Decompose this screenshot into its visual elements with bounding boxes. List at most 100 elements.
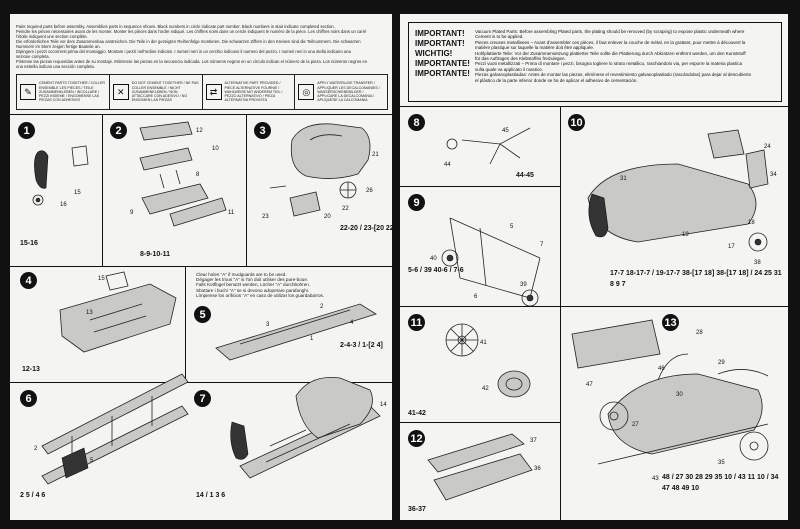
part-label: 34 bbox=[770, 172, 777, 178]
step-codes-13: 48 / 27 30 28 29 35 10 / 43 11 10 / 34 4… bbox=[662, 474, 779, 492]
step-codes-8: 44-45 bbox=[516, 172, 534, 179]
step8-drawing: 44 45 bbox=[444, 127, 531, 168]
step10-drawing: 31 24 34 19 17 18 38 bbox=[587, 129, 777, 266]
step-codes-11: 41-42 bbox=[408, 410, 426, 417]
important-line: matière plastique sur laquelle la matièr… bbox=[475, 45, 595, 51]
step-codes-7: 14 / 1 3 6 bbox=[196, 492, 226, 499]
step-number-8: 8 bbox=[408, 114, 425, 131]
part-label: 7 bbox=[540, 242, 544, 248]
step-number-6: 6 bbox=[20, 390, 37, 407]
step-number-3: 3 bbox=[254, 122, 271, 139]
divider bbox=[185, 266, 186, 382]
divider bbox=[560, 106, 561, 520]
intro-line: sezione completa. bbox=[16, 54, 50, 59]
step-number-11: 11 bbox=[408, 314, 425, 331]
left-instruction-page: Paint required parts before assembly. As… bbox=[10, 14, 406, 520]
part-label: 43 bbox=[652, 476, 659, 482]
part-label: 15 bbox=[98, 276, 105, 282]
important-notice: IMPORTANT! IMPORTANT! WICHTIG! IMPORTANT… bbox=[408, 22, 782, 102]
transfer-icon: ◎ bbox=[298, 84, 315, 100]
step-codes-2: 8-9-10-11 bbox=[140, 251, 170, 258]
part-label: 45 bbox=[502, 128, 509, 134]
legend-text: APPLY WATERSLIDE TRANSFER / APPLIQUER LE… bbox=[317, 81, 380, 103]
step6-drawing: 2 5 bbox=[34, 373, 189, 485]
legend-text: CEMENT PARTS TOGETHER / COLLER ENSEMBLE … bbox=[39, 81, 105, 103]
part-label: 18 bbox=[748, 220, 755, 226]
intro-line: Paint required parts before assembly. As… bbox=[16, 24, 335, 29]
step3-drawing: 21 26 23 20 22 bbox=[262, 123, 379, 220]
important-word: IMPORTANTE! bbox=[415, 59, 470, 68]
note-line: Sbottare i buchi "A" se si devono adoper… bbox=[196, 287, 310, 293]
step5-drawing: 2 4 3 1 bbox=[215, 303, 377, 361]
part-label: 10 bbox=[212, 146, 219, 152]
important-line: Vacuum Plated Parts: Before assembling P… bbox=[475, 29, 745, 34]
part-label: 42 bbox=[482, 386, 489, 392]
part-label: 9 bbox=[130, 210, 134, 216]
divider bbox=[400, 306, 788, 307]
part-label: 11 bbox=[228, 210, 235, 216]
important-word: IMPORTANT! bbox=[415, 29, 465, 38]
step-number-1: 1 bbox=[18, 122, 35, 139]
part-label: 21 bbox=[372, 152, 379, 158]
part-label: 29 bbox=[718, 360, 725, 366]
important-word: IMPORTANT! bbox=[415, 39, 465, 48]
step5-note: Clear holes "A" if mudguards are to be u… bbox=[196, 272, 376, 298]
assembly-intro-text: Paint required parts before assembly. As… bbox=[16, 24, 386, 69]
part-label: 3 bbox=[266, 322, 270, 328]
note-line: Límpiense los orificios "A" en caso de u… bbox=[196, 292, 325, 298]
divider bbox=[10, 382, 392, 383]
part-label: 1 bbox=[310, 336, 314, 342]
intro-line: Dipingere i pezzi occorrenti prima del m… bbox=[16, 49, 351, 54]
part-label: 24 bbox=[764, 144, 771, 150]
part-label: 16 bbox=[60, 202, 67, 208]
important-line: sulla quale va applicato il mastice. bbox=[475, 66, 544, 72]
note-line: Dégager les trous "A" si l'on doit utili… bbox=[196, 277, 309, 283]
legend-no-cement: ✕ DO NOT CEMENT TOGETHER / NE PAS COLLER… bbox=[110, 75, 203, 109]
part-label: 14 bbox=[380, 402, 387, 408]
cement-icon: ✎ bbox=[20, 84, 36, 100]
important-headings: IMPORTANT! IMPORTANT! WICHTIG! IMPORTANT… bbox=[415, 29, 470, 79]
symbol-legend: ✎ CEMENT PARTS TOGETHER / COLLER ENSEMBL… bbox=[16, 74, 388, 110]
part-label: 5 bbox=[510, 224, 514, 230]
part-label: 6 bbox=[474, 294, 478, 300]
step-codes-9: 5-6 / 39 40-6 / 7-6 bbox=[408, 267, 464, 274]
part-label: 8 bbox=[196, 172, 200, 178]
note-line: Clear holes "A" if mudguards are to be u… bbox=[196, 272, 287, 277]
legend-text: DO NOT CEMENT TOGETHER / NE PAS COLLER E… bbox=[131, 81, 199, 103]
part-label: 2 bbox=[34, 446, 38, 452]
step12-drawing: 37 36 bbox=[427, 433, 541, 501]
step-codes-1: 15-16 bbox=[20, 240, 38, 247]
part-label: 15 bbox=[74, 190, 81, 196]
alternative-icon: ⇄ bbox=[205, 84, 222, 100]
step-codes-6: 2 5 / 4 6 bbox=[20, 492, 46, 499]
important-line: Piezas galvanoplastiadas: Antes de monta… bbox=[475, 72, 752, 78]
step-number-4: 4 bbox=[20, 272, 37, 289]
step13-drawing: 47 46 28 29 30 27 35 43 bbox=[571, 319, 769, 482]
step-codes-5: 2-4-3 / 1-[2 4] bbox=[340, 342, 383, 349]
step-number-7: 7 bbox=[194, 390, 211, 407]
step-codes-12: 36-37 bbox=[408, 506, 426, 513]
part-label: 44 bbox=[444, 162, 451, 168]
part-label: 20 bbox=[324, 214, 331, 220]
step-codes-4: 12-13 bbox=[22, 366, 40, 373]
step11-drawing: 41 42 bbox=[445, 323, 531, 398]
step1-drawing: 15 16 bbox=[32, 145, 89, 208]
part-label: 27 bbox=[632, 422, 639, 428]
step-number-13: 13 bbox=[662, 314, 679, 331]
note-line: Falls Kotflügel benutzt werden, Löcher "… bbox=[196, 282, 311, 288]
part-label: 35 bbox=[718, 460, 725, 466]
part-label: 23 bbox=[262, 214, 269, 220]
intro-line: l'étoile indiquent une section complète. bbox=[16, 34, 88, 39]
step-number-5: 5 bbox=[194, 306, 211, 323]
important-line: für das Auftragen des Klebstoffes freizu… bbox=[475, 56, 566, 62]
intro-line: una estrella indican una sección complet… bbox=[16, 64, 95, 69]
step7-drawing: 14 bbox=[230, 377, 387, 479]
legend-alternative: ⇄ ALTERNATIVE PART PROVIDED / PIECE ALTE… bbox=[203, 75, 296, 109]
part-label: 12 bbox=[196, 128, 203, 134]
important-line: Pezzi vuoti metallizzati – Prima di mont… bbox=[475, 61, 743, 67]
divider bbox=[246, 114, 247, 266]
part-label: 19 bbox=[682, 232, 689, 238]
no-cement-icon: ✕ bbox=[112, 84, 129, 100]
divider bbox=[400, 422, 560, 423]
step9-drawing: 5 40 6 39 7 bbox=[430, 217, 544, 307]
